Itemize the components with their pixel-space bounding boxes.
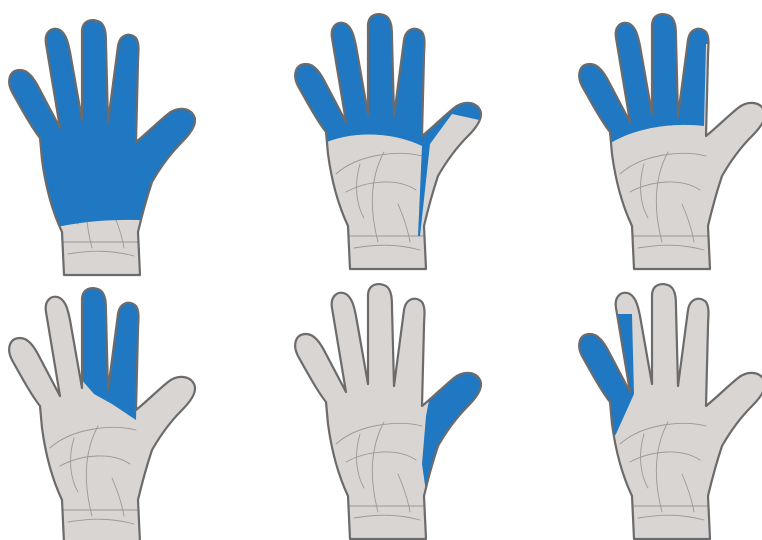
hand-2-fingers-and-thumb [288, 4, 488, 269]
hand-4-middle-and-ring [9, 278, 195, 540]
hand-6-little-finger [572, 284, 762, 539]
hand-1-whole-hand [2, 10, 202, 275]
hand-3-fingers [572, 4, 762, 269]
hand-5-thumb [295, 284, 498, 539]
